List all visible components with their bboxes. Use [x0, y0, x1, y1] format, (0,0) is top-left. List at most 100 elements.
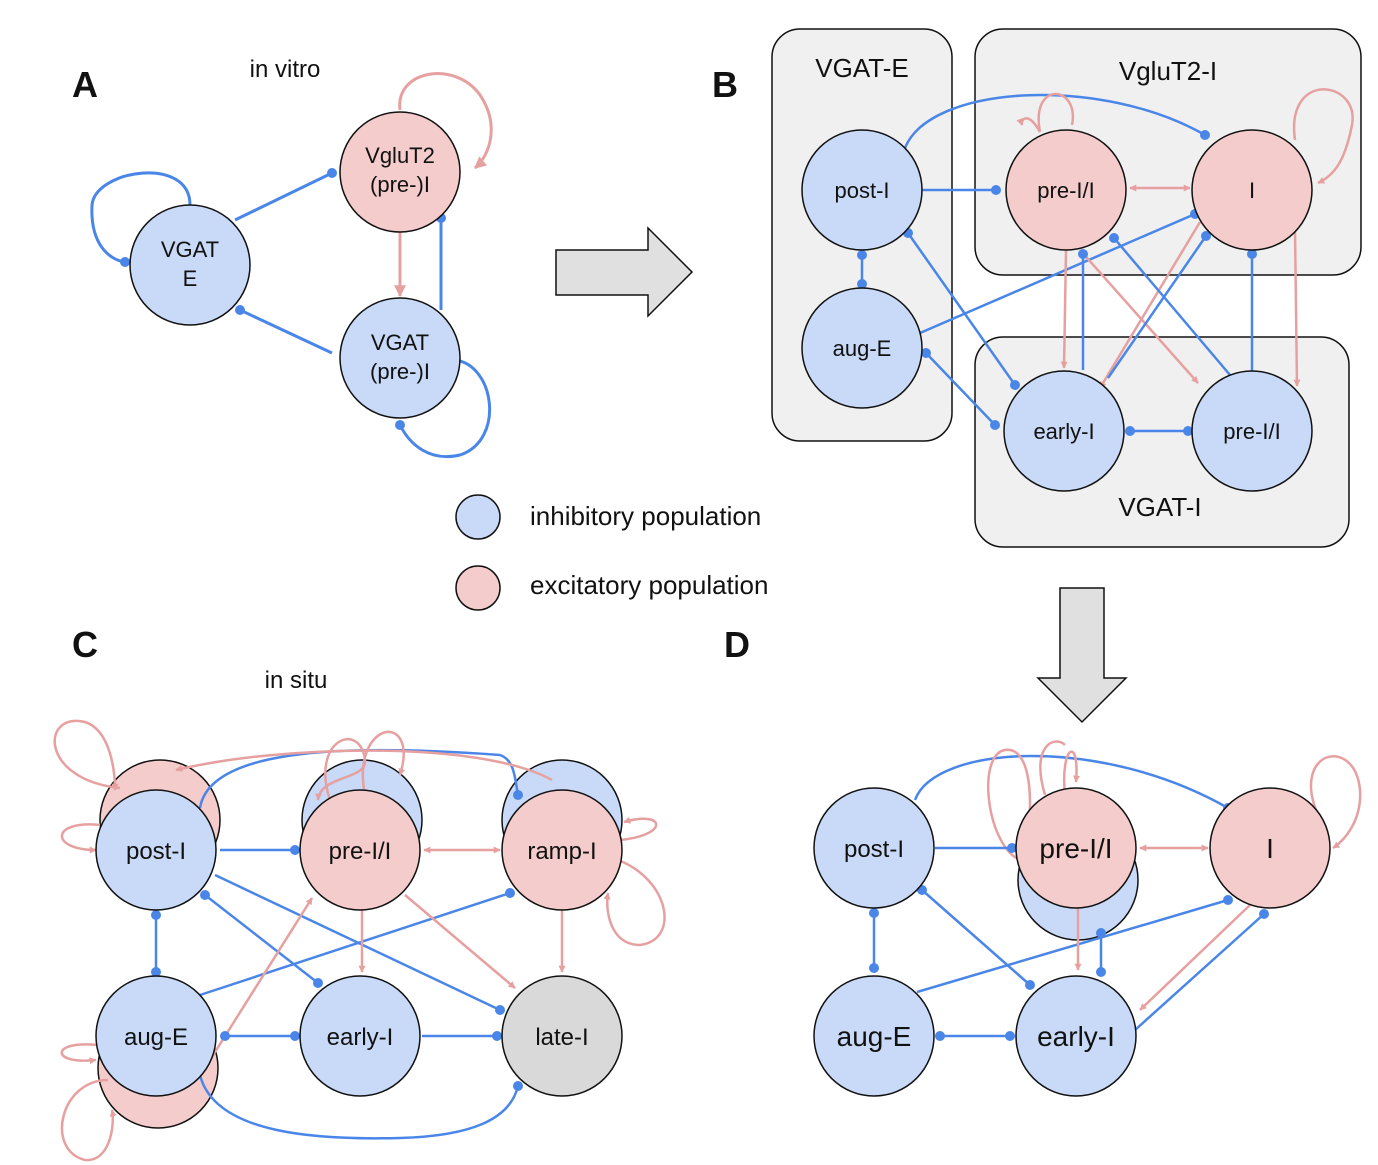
c-posti-self-loop-top — [53, 719, 121, 791]
c-auge-to-latei-arc — [198, 1074, 523, 1140]
a-vgatprei-to-vgate — [235, 305, 333, 355]
svg-text:pre-I/I: pre-I/I — [1223, 419, 1280, 444]
svg-text:early-I: early-I — [1037, 1021, 1115, 1052]
b-node-pre-i-i-excitatory: pre-I/I — [1005, 129, 1127, 251]
d-node-post-i: post-I — [813, 787, 935, 909]
group-title-vgat-i: VGAT-I — [1118, 492, 1201, 522]
legend-inhibitory-swatch — [455, 494, 501, 540]
legend-excitatory-label: excitatory population — [530, 570, 768, 600]
b-preii-self-loop — [1037, 92, 1075, 133]
b-node-pre-i-i-inhibitory: pre-I/I — [1191, 370, 1313, 492]
d-i-self-loop — [1309, 755, 1362, 850]
d-node-early-i: early-I — [1015, 975, 1137, 1097]
svg-text:VGAT: VGAT — [371, 330, 429, 355]
b-i-to-preii-inh — [1293, 229, 1301, 387]
svg-text:I: I — [1266, 833, 1274, 864]
panel-c-letter: C — [72, 624, 98, 665]
b-node-i: I — [1191, 129, 1313, 251]
svg-text:pre-I/I: pre-I/I — [1039, 833, 1112, 864]
svg-text:post-I: post-I — [844, 836, 904, 863]
svg-text:E: E — [183, 266, 198, 291]
panel-b-edges — [857, 88, 1354, 436]
svg-text:(pre-)I: (pre-)I — [370, 359, 430, 384]
svg-text:pre-I/I: pre-I/I — [329, 838, 392, 865]
c-node-post-i: post-I — [95, 789, 217, 911]
c-node-pre-i-i: pre-I/I — [299, 789, 421, 911]
panel-b: B VGAT-E VgluT2-I VGAT-I — [712, 28, 1362, 548]
group-title-vglut2-i: VgluT2-I — [1119, 56, 1217, 86]
b-posti-earlyi — [903, 228, 1020, 390]
svg-text:(pre-)I: (pre-)I — [370, 172, 430, 197]
svg-text:late-I: late-I — [535, 1024, 588, 1051]
b-preii-to-preii-inh — [1079, 249, 1199, 384]
b-earlyi-to-i — [1106, 231, 1211, 379]
c-posti-earlyi — [200, 890, 323, 988]
panel-b-letter: B — [712, 64, 738, 105]
group-title-vgat-e: VGAT-E — [815, 53, 908, 83]
d-preii-self-loop-2 — [1039, 740, 1066, 796]
panel-d-letter: D — [724, 624, 750, 665]
d-posti-earlyi — [917, 885, 1035, 990]
d-auge-to-i — [916, 895, 1233, 994]
panel-c: C in situ — [53, 624, 666, 1162]
c-rampi-self-loop-bottom — [603, 858, 666, 947]
d-posti-to-i-arc — [913, 754, 1233, 813]
b-i-self-loop — [1292, 88, 1354, 185]
b-auge-to-i — [919, 209, 1200, 335]
a-vgat-prei-self-loop — [395, 358, 492, 458]
transition-arrow-b-to-d — [1036, 587, 1128, 724]
panel-a-caption: in vitro — [250, 56, 321, 83]
c-auge-self-loop-bottom — [60, 1078, 117, 1162]
d-node-pre-i-i: pre-I/I — [1015, 787, 1137, 909]
panel-a-edges — [90, 72, 493, 458]
a-node-vglut2-prei: VgluT2 (pre-)I — [339, 111, 461, 233]
panel-a-letter: A — [72, 64, 98, 105]
c-node-late-i: late-I — [501, 975, 623, 1097]
c-auge-to-rampi — [199, 888, 515, 997]
d-node-aug-e: aug-E — [813, 975, 935, 1097]
c-node-early-i: early-I — [299, 975, 421, 1097]
b-i-to-earlyi — [1098, 221, 1202, 389]
svg-text:ramp-I: ramp-I — [527, 838, 596, 865]
panel-d-edges — [869, 740, 1362, 1041]
svg-text:aug-E: aug-E — [837, 1021, 912, 1052]
d-preii-self-loop-3 — [1062, 750, 1081, 796]
c-preii-to-latei — [404, 894, 516, 989]
d-i-to-earlyi — [1139, 904, 1251, 1011]
svg-text:aug-E: aug-E — [833, 336, 892, 361]
svg-text:early-I: early-I — [1033, 419, 1094, 444]
b-node-aug-e: aug-E — [801, 287, 923, 409]
b-preiiinh-to-preii — [1109, 233, 1231, 376]
legend-inhibitory-label: inhibitory population — [530, 501, 761, 531]
panel-d: D — [724, 624, 1362, 1097]
d-node-i: I — [1209, 787, 1331, 909]
panel-c-edges — [53, 719, 666, 1162]
c-node-aug-e: aug-E — [95, 975, 217, 1097]
c-node-ramp-i: ramp-I — [501, 789, 623, 911]
transition-arrow-a-to-b — [555, 226, 694, 318]
a-vgate-to-vglut2 — [234, 168, 337, 222]
c-rampi-to-posti-arc — [175, 749, 553, 782]
b-node-early-i: early-I — [1003, 370, 1125, 492]
a-node-vgat-e: VGAT E — [129, 204, 251, 326]
svg-text:post-I: post-I — [126, 838, 186, 865]
d-earlyi-to-i — [1134, 909, 1269, 1031]
b-preii-to-earlyi — [1060, 249, 1068, 369]
panel-a: A in vitro VGAT E VgluT2 (pre-)I — [72, 56, 493, 458]
a-vglut2-self-loop — [398, 72, 493, 170]
a-node-vgat-prei: VGAT (pre-)I — [339, 297, 461, 419]
panel-c-caption: in situ — [265, 667, 328, 694]
svg-text:VgluT2: VgluT2 — [365, 143, 435, 168]
a-vgat-e-self-loop — [90, 171, 192, 267]
c-auge-self-loop-left — [60, 1043, 99, 1065]
c-posti-self-loop-left — [60, 823, 101, 854]
legend-excitatory-swatch — [455, 565, 501, 611]
b-node-post-i: post-I — [801, 129, 923, 251]
svg-text:aug-E: aug-E — [124, 1024, 188, 1051]
c-preii-self-loop-2 — [361, 730, 406, 796]
svg-text:pre-I/I: pre-I/I — [1037, 178, 1094, 203]
svg-text:early-I: early-I — [327, 1024, 394, 1051]
svg-text:I: I — [1249, 178, 1255, 203]
svg-text:post-I: post-I — [834, 178, 889, 203]
svg-text:VGAT: VGAT — [161, 237, 219, 262]
